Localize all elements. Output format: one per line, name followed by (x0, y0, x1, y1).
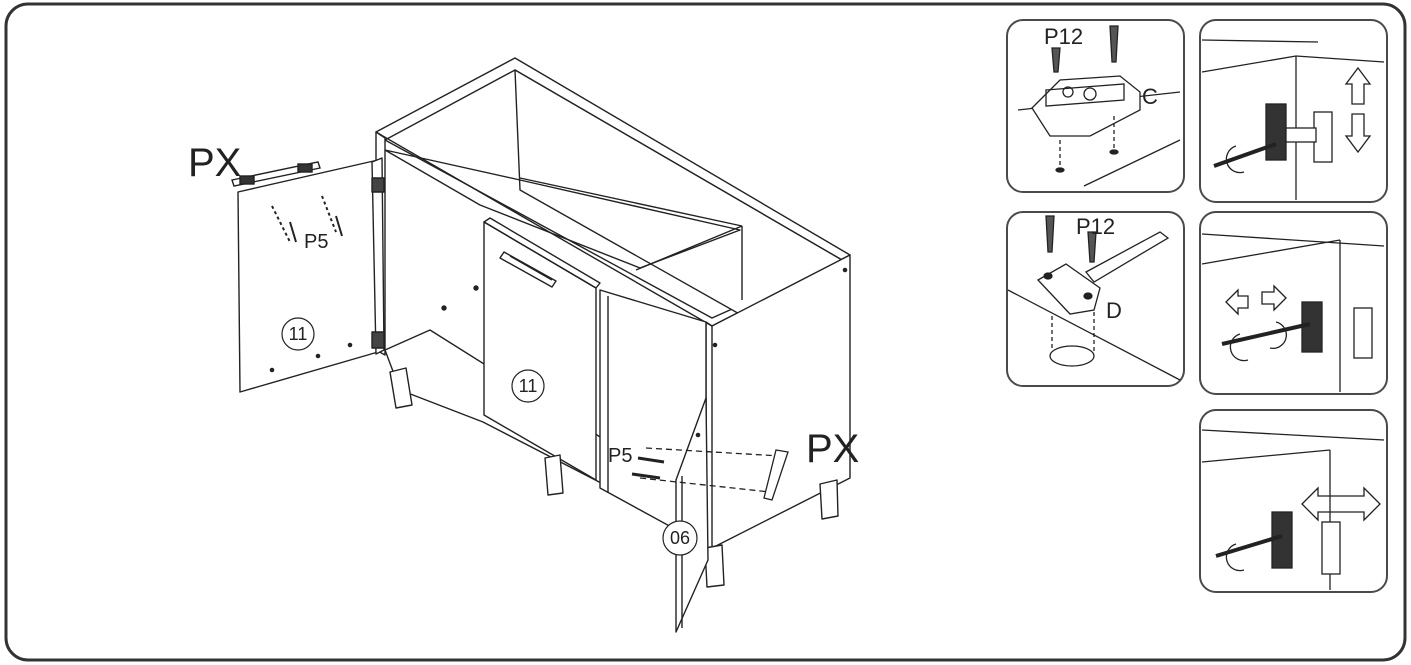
part-number-right-door: 06 (670, 528, 690, 548)
cabinet-leg (389, 367, 413, 409)
cabinet-leg (704, 544, 725, 588)
cabinet-main-view (375, 57, 851, 588)
right-door (675, 397, 709, 633)
px-label-right: PX (806, 427, 859, 471)
arrow-right-icon (1261, 284, 1287, 312)
arrow-left-icon (1225, 288, 1249, 316)
cabinet-leg (819, 479, 839, 520)
cabinet-shelf (384, 149, 741, 269)
part-number-left-door: 11 (289, 324, 308, 344)
p12-label-bottom: P12 (1076, 214, 1115, 239)
arrow-up-icon (1344, 66, 1372, 105)
px-handle-top (231, 161, 321, 187)
px-label-top: PX (188, 141, 241, 185)
detail-panel-depth-adjust (1199, 211, 1388, 395)
outer-frame (4, 2, 1407, 662)
detail-panel-cup-d: P12 D (1006, 211, 1185, 387)
hinge-icon (371, 177, 385, 193)
drawer-handle (499, 251, 557, 288)
hinge-icon (371, 331, 385, 349)
screw-icon (1045, 215, 1055, 253)
plate-c-label: C (1142, 84, 1158, 109)
arrow-down-icon (1344, 113, 1372, 154)
cup-d-label: D (1106, 298, 1122, 323)
left-door (237, 157, 385, 393)
cabinet-right-side (711, 254, 851, 549)
screw-icon (1109, 25, 1119, 63)
p5-label-right: P5 (608, 445, 632, 467)
part-number-drawer: 11 (519, 376, 538, 396)
cabinet-leg (544, 454, 564, 496)
p5-screws-left (271, 195, 343, 243)
p5-label-left: P5 (304, 231, 328, 253)
detail-panel-plate-c: P12 C (1006, 19, 1185, 193)
detail-panel-vertical-adjust (1199, 19, 1388, 203)
screw-icon (1087, 231, 1097, 263)
screw-icon (1051, 47, 1061, 73)
px-handle-right (631, 447, 789, 501)
p12-label-top: P12 (1044, 24, 1083, 49)
detail-panel-lateral-adjust (1199, 409, 1388, 593)
arrow-left-right-icon (1301, 486, 1381, 522)
drawer-front (483, 221, 597, 481)
